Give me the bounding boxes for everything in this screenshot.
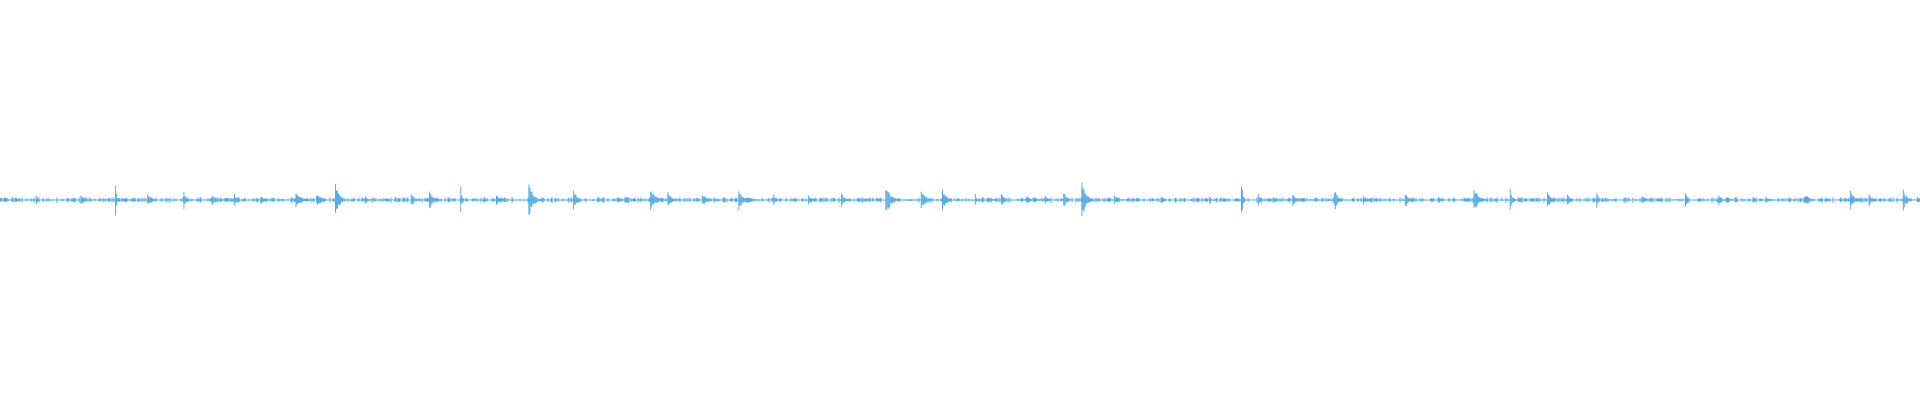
waveform-bars: [0, 182, 1920, 216]
